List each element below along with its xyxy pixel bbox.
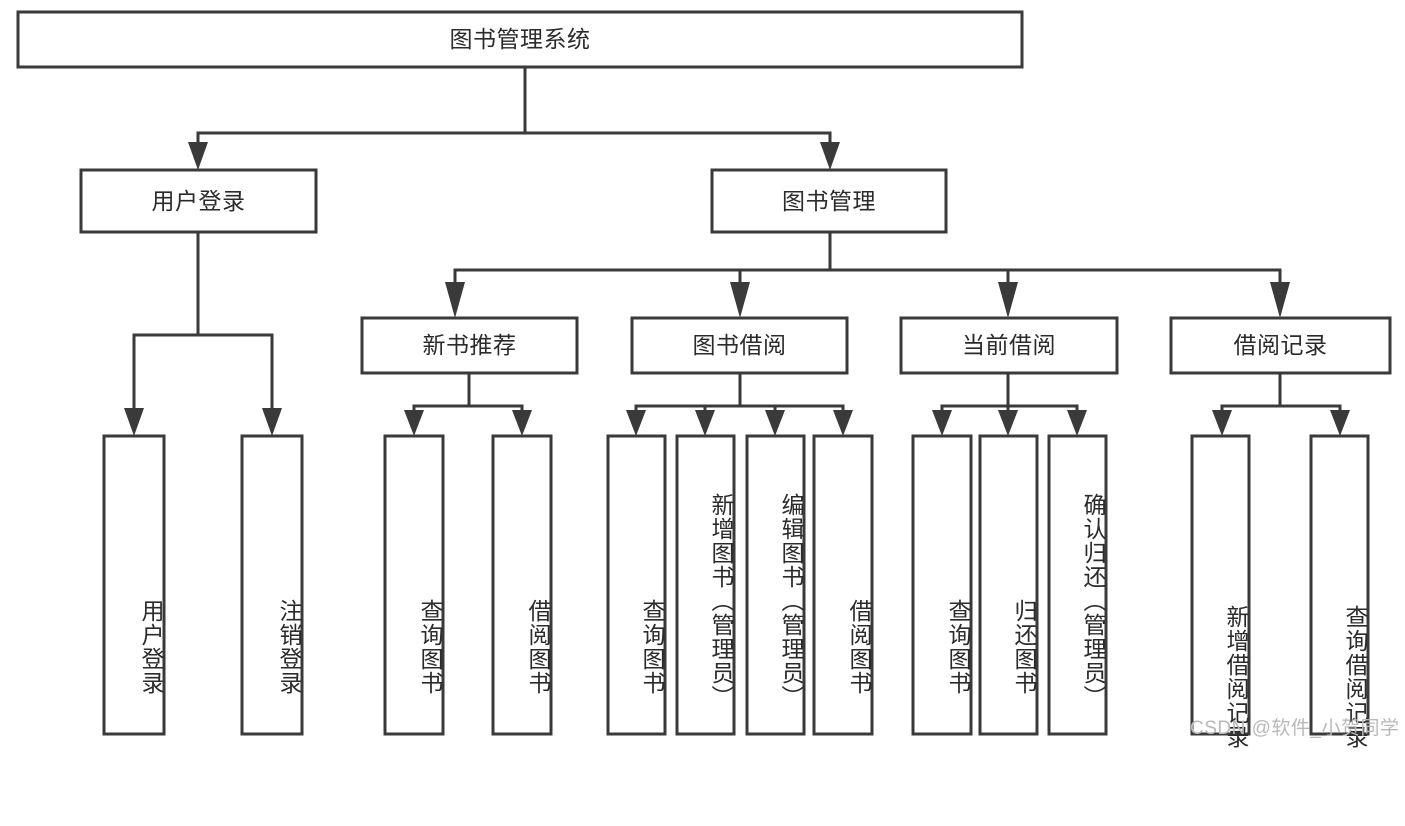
- connector-group-book-borrow: [626, 371, 853, 436]
- node-box-current-borrow[interactable]: [899, 316, 1119, 375]
- node-box-root[interactable]: [16, 10, 1024, 69]
- node-box-user-login[interactable]: [79, 168, 318, 234]
- connector-group-book-manage: [445, 230, 1290, 318]
- node-box-leaf-add-record[interactable]: [1190, 434, 1251, 736]
- arrow-head-book-manage: [820, 142, 840, 170]
- arrow-head-user-login: [188, 142, 208, 170]
- connector-group-new-book-recommend: [404, 371, 532, 436]
- arrow-head-borrow-record: [1270, 282, 1290, 318]
- connector-group-borrow-record: [1212, 371, 1350, 436]
- node-box-leaf-query-book-1[interactable]: [383, 434, 445, 736]
- arrow-head-leaf-borrow-book-1: [512, 410, 532, 436]
- arrow-head-leaf-user-login: [124, 408, 144, 436]
- arrow-head-leaf-borrow-book-2: [833, 410, 853, 436]
- node-box-book-manage[interactable]: [710, 168, 948, 234]
- arrow-head-book-borrow: [730, 282, 750, 318]
- connector-group-current-borrow: [932, 371, 1087, 436]
- arrow-head-leaf-return-book: [998, 410, 1018, 436]
- arrow-head-leaf-query-book-2: [626, 410, 646, 436]
- node-box-leaf-query-book-2[interactable]: [606, 434, 667, 736]
- node-box-leaf-query-record[interactable]: [1309, 434, 1370, 736]
- node-box-leaf-add-book[interactable]: [675, 434, 736, 736]
- diagram-canvas: [16, 10, 1392, 736]
- arrow-head-leaf-query-book-1: [404, 410, 424, 436]
- node-box-leaf-edit-book[interactable]: [745, 434, 806, 736]
- node-box-borrow-record[interactable]: [1169, 316, 1392, 375]
- node-box-new-book-recommend[interactable]: [360, 316, 579, 375]
- arrow-head-new-book-recommend: [445, 282, 465, 318]
- arrow-head-leaf-add-book: [695, 410, 715, 436]
- node-box-leaf-return-book[interactable]: [978, 434, 1039, 736]
- arrow-head-leaf-edit-book: [765, 410, 785, 436]
- arrow-head-leaf-query-book-3: [932, 410, 952, 436]
- node-box-leaf-confirm-return[interactable]: [1047, 434, 1108, 736]
- arrow-head-leaf-confirm-return: [1067, 410, 1087, 436]
- node-box-leaf-query-book-3[interactable]: [911, 434, 973, 736]
- arrow-head-leaf-query-record: [1330, 410, 1350, 436]
- node-box-leaf-user-login[interactable]: [102, 434, 166, 736]
- connector-group-root: [188, 65, 840, 170]
- node-box-book-borrow[interactable]: [630, 316, 849, 375]
- node-box-leaf-borrow-book-1[interactable]: [491, 434, 553, 736]
- arrow-head-current-borrow: [998, 282, 1018, 318]
- flowchart-diagram: 图书管理系统 用户登录 图书管理 新书推荐 图书借阅 当前借阅 借阅记录 用户登…: [16, 10, 1399, 749]
- arrow-head-leaf-add-record: [1212, 410, 1232, 436]
- node-box-leaf-logout[interactable]: [240, 434, 304, 736]
- node-box-leaf-borrow-book-2[interactable]: [812, 434, 874, 736]
- arrow-head-leaf-logout: [262, 408, 282, 436]
- connector-group-user-login: [124, 230, 282, 436]
